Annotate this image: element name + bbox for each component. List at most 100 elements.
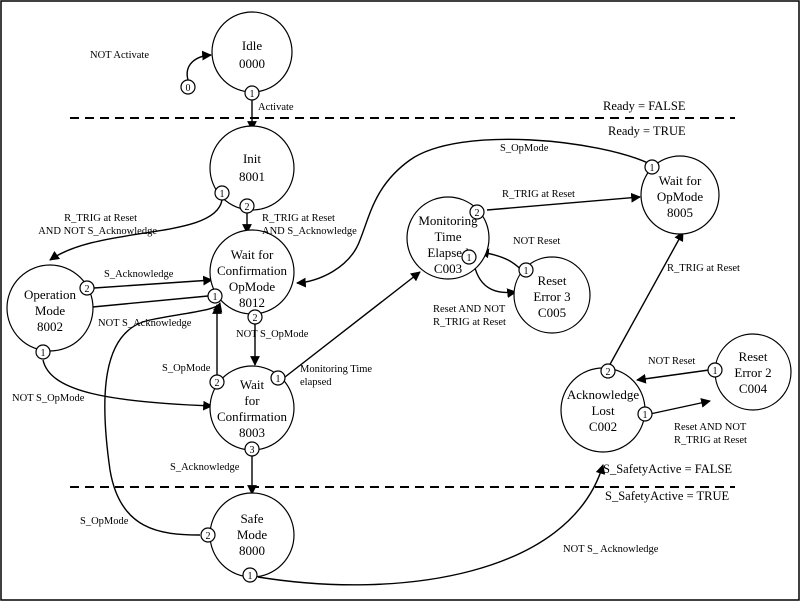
port-reset2-1-label: 1 — [713, 366, 718, 377]
label-rtrig-ack-2: AND S_Acknowledge — [262, 226, 357, 237]
label-s-acknowledge-2: S_Acknowledge — [170, 462, 240, 473]
port-monitoring-2: 2 — [469, 204, 485, 220]
state-c002-line-1: Acknowledge — [567, 387, 639, 402]
port-reset3-1-label: 1 — [524, 266, 529, 277]
edge-monitoring-to-reset3 — [473, 263, 517, 298]
state-c003-line-4: C003 — [434, 261, 462, 276]
state-reset-error-3: Reset Error 3 C005 — [513, 256, 591, 334]
port-8012-1-label: 1 — [213, 292, 218, 303]
state-8003-line-3: Confirmation — [217, 409, 288, 424]
port-reset3-1: 1 — [518, 262, 534, 278]
label-monitoring-time-2: elapsed — [300, 377, 332, 388]
port-8003-3: 3 — [244, 441, 260, 457]
edge-8002-to-8003 — [42, 359, 213, 411]
port-idle-out-label: 1 — [250, 89, 255, 100]
label-s-opmode-2: S_OpMode — [80, 516, 129, 527]
port-ack-1-label: 1 — [643, 410, 648, 421]
label-not-s-opmode-2: NOT S_OpMode — [12, 393, 85, 404]
port-8012-1: 1 — [207, 288, 223, 304]
edge-8003-to-monitoring — [284, 271, 421, 378]
port-8002-1: 1 — [35, 344, 51, 360]
state-c003-line-1: Monitoring — [418, 213, 478, 228]
port-8003-3-label: 3 — [250, 445, 255, 456]
label-rtrig-at-reset-1: R_TRIG at Reset — [502, 189, 575, 200]
state-c004-line-2: Error 2 — [734, 365, 771, 380]
label-reset-and-not-rtrig-1a: Reset AND NOT — [433, 304, 506, 315]
safety-false-label: S_SafetyActive = FALSE — [603, 462, 732, 476]
state-c005-line-3: C005 — [538, 305, 566, 320]
port-8003-2-label: 2 — [215, 378, 220, 389]
edge-safe-to-8012 — [104, 302, 223, 536]
state-8002-line-2: Mode — [35, 303, 66, 318]
state-wait-opmode-8012: Wait for Confirmation OpMode 8012 — [209, 229, 295, 315]
state-8003-line-1: Wait — [240, 377, 265, 392]
port-safe-1-label: 1 — [248, 571, 253, 582]
state-8003-line-4: 8003 — [239, 425, 265, 440]
port-safe-2: 2 — [200, 527, 216, 543]
state-init-line-2: 8001 — [239, 169, 265, 184]
state-8012-line-2: Confirmation — [217, 263, 288, 278]
state-idle-line-1: Idle — [242, 38, 262, 53]
state-8005-line-1: Wait for — [659, 173, 702, 188]
state-8005-line-3: 8005 — [667, 205, 693, 220]
port-init-1: 1 — [214, 185, 230, 201]
label-rtrig-not-ack-2: AND NOT S_Acknowledge — [38, 226, 157, 237]
label-reset-and-not-rtrig-1b: R_TRIG at Reset — [433, 317, 506, 328]
port-monitoring-1-label: 1 — [467, 253, 472, 264]
state-8002-line-1: Operation — [24, 287, 76, 302]
edge-ack-to-reset2 — [649, 398, 711, 415]
state-safe-line-3: 8000 — [239, 543, 265, 558]
port-safe-2-label: 2 — [206, 531, 211, 542]
port-idle-in: 0 — [180, 79, 196, 95]
label-not-reset-2: NOT Reset — [648, 356, 695, 367]
state-init-line-1: Init — [243, 151, 261, 166]
edge-8005-to-8012 — [296, 138, 651, 288]
label-rtrig-not-ack-1: R_TRIG at Reset — [64, 213, 137, 224]
port-8003-1: 1 — [270, 370, 286, 386]
state-idle-line-2: 0000 — [239, 56, 265, 71]
port-8005-1-label: 1 — [650, 163, 655, 174]
state-wait-confirmation-8003: Wait for Confirmation 8003 — [209, 365, 295, 451]
state-8003-line-2: for — [244, 393, 260, 408]
port-8002-1-label: 1 — [41, 348, 46, 359]
label-monitoring-time-1: Monitoring Time — [300, 364, 372, 375]
port-reset2-1: 1 — [707, 362, 723, 378]
state-8005-line-2: OpMode — [657, 189, 703, 204]
state-safe-mode: Safe Mode 8000 — [209, 492, 295, 578]
state-c005-line-1: Reset — [538, 273, 567, 288]
label-s-opmode-1: S_OpMode — [162, 363, 211, 374]
state-operation-mode: Operation Mode 8002 — [6, 264, 94, 352]
edge-8002-to-8012 — [93, 275, 213, 289]
label-activate: Activate — [258, 102, 294, 113]
label-not-activate: NOT Activate — [90, 50, 149, 61]
edge-safe-to-ack — [257, 464, 606, 586]
state-c002-line-2: Lost — [591, 403, 615, 418]
state-safe-line-2: Mode — [237, 527, 268, 542]
label-rtrig-ack-1: R_TRIG at Reset — [262, 213, 335, 224]
port-ack-2-label: 2 — [606, 367, 611, 378]
port-monitoring-2-label: 2 — [475, 208, 480, 219]
port-8005-1: 1 — [644, 159, 660, 175]
state-c002-line-3: C002 — [589, 419, 617, 434]
port-idle-in-label: 0 — [186, 83, 191, 94]
port-ack-2: 2 — [600, 363, 616, 379]
state-wait-opmode-8005: Wait for OpMode 8005 — [640, 155, 720, 235]
label-not-s-opmode-1: NOT S_OpMode — [236, 329, 309, 340]
label-not-s-acknowledge-bottom: NOT S_ Acknowledge — [563, 544, 659, 555]
port-safe-1: 1 — [242, 567, 258, 583]
state-reset-error-2: Reset Error 2 C004 — [714, 333, 792, 411]
state-acknowledge-lost: Acknowledge Lost C002 — [560, 367, 646, 453]
state-8012-line-3: OpMode — [229, 279, 275, 294]
ready-false-label: Ready = FALSE — [603, 99, 686, 113]
port-8002-2: 2 — [79, 280, 95, 296]
state-c004-line-1: Reset — [739, 349, 768, 364]
label-s-opmode-top: S_OpMode — [500, 143, 549, 154]
port-monitoring-1: 1 — [461, 249, 477, 265]
state-8012-line-4: 8012 — [239, 295, 265, 310]
state-c003-line-2: Time — [435, 229, 462, 244]
edge-init-to-8002 — [49, 199, 223, 261]
port-ack-1: 1 — [637, 406, 653, 422]
edge-not-activate — [186, 50, 212, 81]
label-rtrig-at-reset-2: R_TRIG at Reset — [667, 263, 740, 274]
